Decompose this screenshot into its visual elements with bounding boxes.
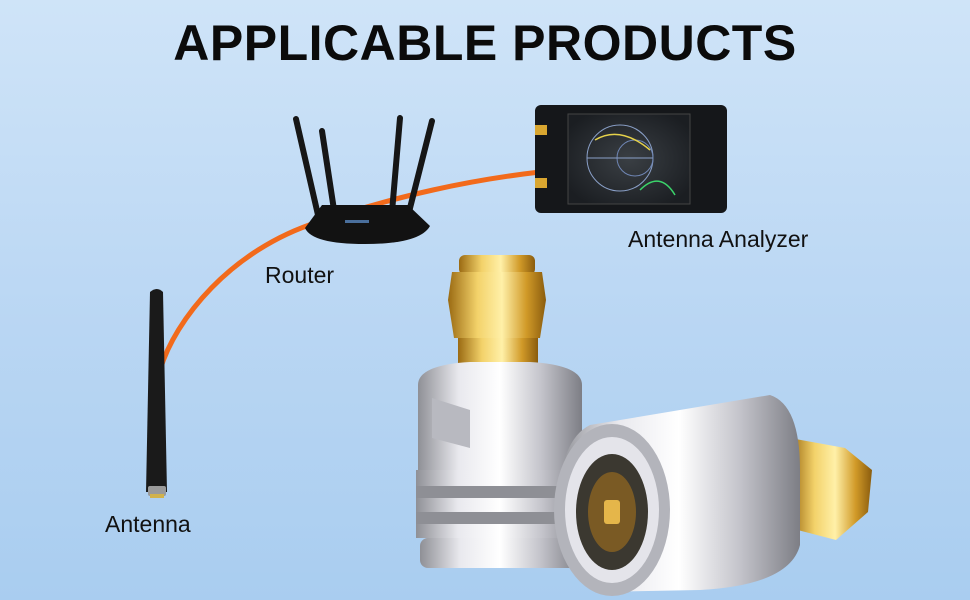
analyzer-label: Antenna Analyzer <box>628 226 809 252</box>
analyzer-image <box>535 105 727 213</box>
page-title: APPLICABLE PRODUCTS <box>173 15 797 71</box>
antenna-label: Antenna <box>105 511 191 537</box>
n-to-sma-adapter-left <box>416 255 584 568</box>
n-to-sma-adapter-right <box>554 395 872 596</box>
router-image <box>293 115 435 244</box>
router-label: Router <box>265 262 335 288</box>
antenna-image <box>146 289 167 498</box>
